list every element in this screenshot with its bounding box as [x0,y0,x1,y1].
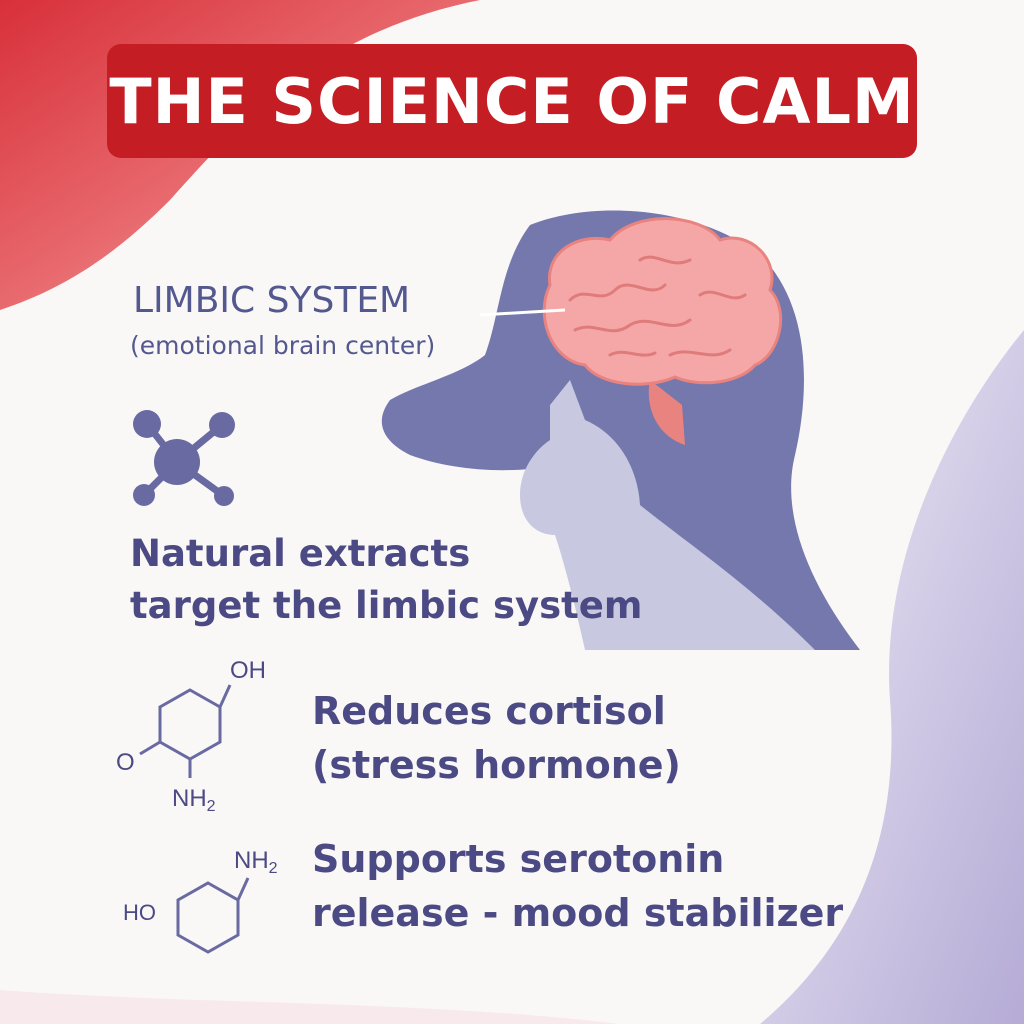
cat-silhouette [520,380,815,650]
benefit-cortisol: Reduces cortisol (stress hormone) [312,684,681,792]
pet-brain-illustration [381,210,860,650]
page-title: THE SCIENCE OF CALM [109,64,915,138]
limbic-system-title: LIMBIC SYSTEM [133,280,411,321]
ho-label: HO [123,900,156,925]
molecule-icon [133,410,235,506]
extracts-line-2: target the limbic system [130,584,643,627]
limbic-system-subtitle: (emotional brain center) [130,331,436,360]
benefit-serotonin-line-2: release - mood stabilizer [312,891,844,935]
benefit-serotonin-line-1: Supports serotonin [312,837,725,881]
oh-label: OH [230,657,266,684]
nh-label: NH2 [172,785,216,815]
brain-pointer-line [479,308,566,317]
brain-icon [542,217,783,445]
oxygen-label: O [116,749,135,776]
extracts-line-1: Natural extracts [130,532,471,575]
purple-corner-wave [760,330,1024,1024]
cortisol-molecule-diagram: OH O NH2 [116,657,266,815]
benefit-cortisol-line-2: (stress hormone) [312,743,681,787]
benefit-serotonin: Supports serotonin release - mood stabil… [312,832,843,940]
benefit-cortisol-line-1: Reduces cortisol [312,689,666,733]
serotonin-molecule-diagram: NH2 HO [123,847,278,954]
title-banner: THE SCIENCE OF CALM [107,44,917,158]
pink-bottom-wave [0,990,620,1024]
nh-label: NH2 [234,847,278,877]
extracts-statement: Natural extracts target the limbic syste… [130,528,642,632]
